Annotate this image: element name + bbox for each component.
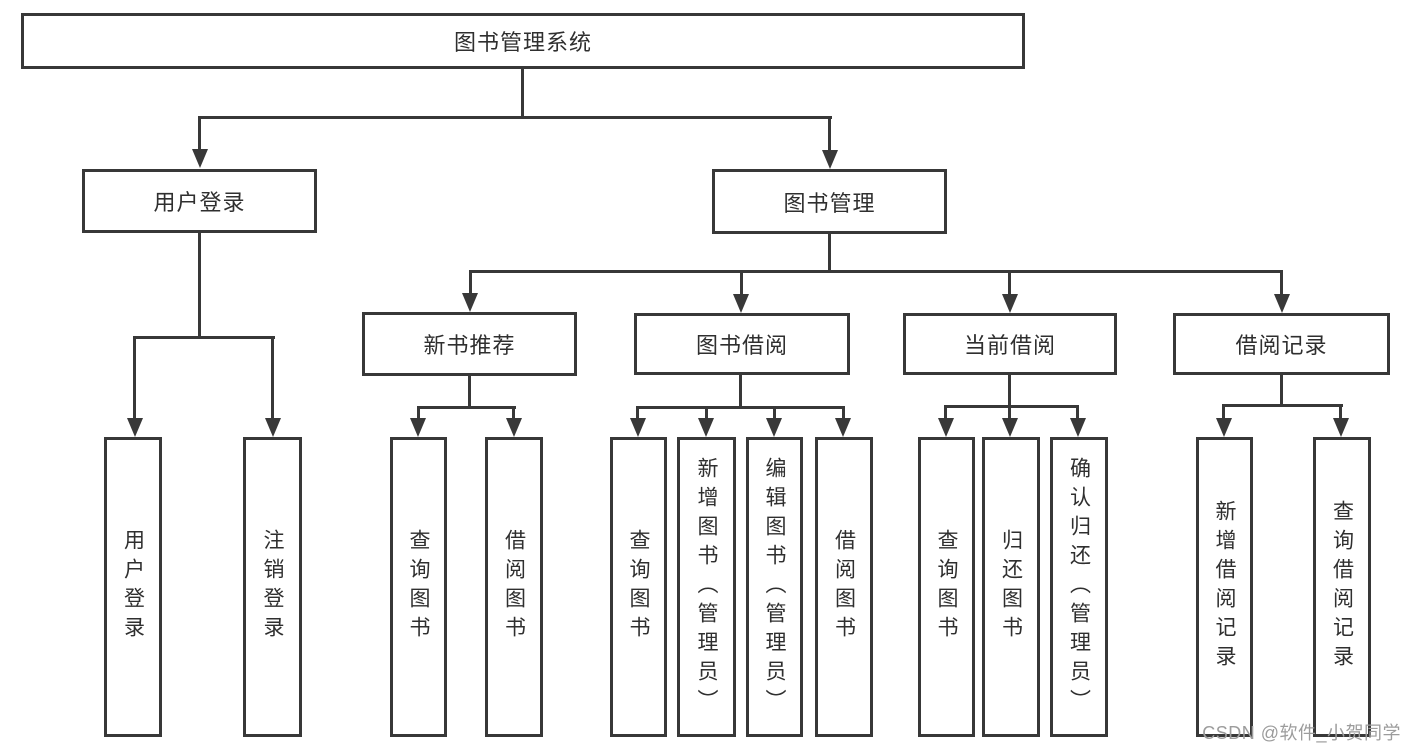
arrowhead-down-icon [127, 418, 143, 437]
connector-group4-shaft-1 [944, 405, 947, 421]
node-new-book-recommend: 新书推荐 [362, 312, 577, 376]
connector-group3-shaft-4 [842, 406, 845, 421]
leaf-query-book-recommend: 查询图书 [390, 437, 447, 737]
connector-group2-hline [417, 406, 516, 409]
connector-root-stem [521, 69, 524, 117]
leaf-borrow-book: 借阅图书 [815, 437, 873, 737]
arrowhead-down-icon [733, 294, 749, 313]
connector-group4-hline [945, 405, 1079, 408]
node-book-borrow: 图书借阅 [634, 313, 850, 375]
arrowhead-down-icon [410, 418, 426, 437]
connector-level2-hline [198, 116, 832, 119]
connector-group1-hline [133, 336, 275, 339]
connector-group3-shaft-3 [773, 406, 776, 421]
leaf-user-login: 用户登录 [104, 437, 162, 737]
connector-group1-shaft-2 [271, 336, 274, 420]
connector-borrow-record-stem [1280, 375, 1283, 406]
connector-group3-shaft-1 [636, 406, 639, 421]
arrowhead-down-icon [698, 418, 714, 437]
node-root-system: 图书管理系统 [21, 13, 1025, 69]
node-current-borrow: 当前借阅 [903, 313, 1117, 375]
leaf-add-borrow-record: 新增借阅记录 [1196, 437, 1253, 737]
connector-group4-shaft-2 [1008, 405, 1011, 421]
arrowhead-down-icon [192, 149, 208, 168]
arrowhead-down-icon [506, 418, 522, 437]
leaf-confirm-return-admin: 确认归还（管理员） [1050, 437, 1108, 737]
connector-group5-shaft-2 [1339, 404, 1342, 421]
connector-current-borrow-stem [1008, 375, 1011, 408]
leaf-query-book-borrow: 查询图书 [610, 437, 667, 737]
connector-group5-hline [1222, 404, 1343, 407]
connector-level3-shaft-1 [469, 270, 472, 296]
leaf-edit-book-admin: 编辑图书（管理员） [746, 437, 803, 737]
arrowhead-down-icon [1002, 294, 1018, 313]
connector-group3-hline [637, 406, 845, 409]
arrowhead-down-icon [630, 418, 646, 437]
connector-group3-shaft-2 [705, 406, 708, 421]
arrowhead-down-icon [822, 150, 838, 169]
csdn-watermark: CSDN @软件_小贺同学 [1202, 723, 1401, 743]
connector-level3-shaft-3 [1008, 270, 1011, 296]
leaf-query-book-current: 查询图书 [918, 437, 975, 737]
leaf-query-borrow-record: 查询借阅记录 [1313, 437, 1371, 737]
connector-group2-shaft-2 [512, 406, 515, 421]
connector-book-mgmt-stem [828, 234, 831, 272]
leaf-borrow-book-recommend: 借阅图书 [485, 437, 543, 737]
arrowhead-down-icon [1216, 418, 1232, 437]
node-user-login: 用户登录 [82, 169, 317, 233]
connector-new-book-stem [468, 376, 471, 409]
node-book-management: 图书管理 [712, 169, 947, 234]
connector-level3-hline [469, 270, 1283, 273]
leaf-return-book: 归还图书 [982, 437, 1040, 737]
connector-group1-shaft-1 [133, 336, 136, 420]
connector-level2-shaft-right [828, 116, 831, 151]
connector-user-login-stem [198, 233, 201, 338]
arrowhead-down-icon [1070, 418, 1086, 437]
arrowhead-down-icon [1274, 294, 1290, 313]
connector-group5-shaft-1 [1222, 404, 1225, 421]
leaf-add-book-admin: 新增图书（管理员） [677, 437, 736, 737]
connector-level2-shaft-left [198, 116, 201, 151]
arrowhead-down-icon [265, 418, 281, 437]
connector-book-borrow-stem [739, 375, 742, 409]
connector-level3-shaft-2 [740, 270, 743, 296]
leaf-logout: 注销登录 [243, 437, 302, 737]
connector-group4-shaft-3 [1076, 405, 1079, 421]
arrowhead-down-icon [835, 418, 851, 437]
arrowhead-down-icon [766, 418, 782, 437]
arrowhead-down-icon [1333, 418, 1349, 437]
arrowhead-down-icon [462, 293, 478, 312]
connector-group2-shaft-1 [417, 406, 420, 421]
arrowhead-down-icon [938, 418, 954, 437]
node-borrow-record: 借阅记录 [1173, 313, 1390, 375]
connector-level3-shaft-4 [1280, 270, 1283, 296]
arrowhead-down-icon [1002, 418, 1018, 437]
